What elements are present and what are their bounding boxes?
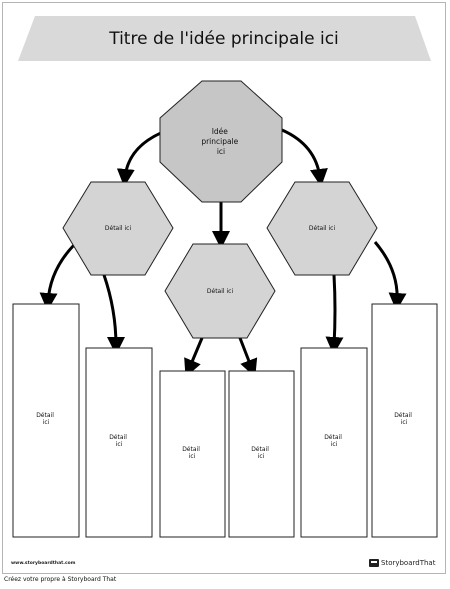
- title-banner: [18, 16, 431, 61]
- storyboardthat-logo[interactable]: StoryboardThat: [369, 557, 435, 569]
- detail-box-6-line-1: Détail: [394, 412, 412, 419]
- detail-box-1-line-1: Détail: [36, 412, 54, 419]
- arrow-center-to-box4: [238, 337, 258, 378]
- detail-box-2-line-2: ici: [116, 441, 123, 448]
- svg-text:Détail ici: Détail ici: [324, 434, 344, 448]
- svg-text:Détail ici: Détail ici: [182, 446, 202, 460]
- detail-hexagon-center-label: Détail ici: [207, 288, 234, 295]
- page-title: Titre de l'idée principale ici: [108, 29, 339, 49]
- main-idea-line-3: ici: [217, 147, 225, 156]
- svg-text:Idée principale ici: Idée principale ici: [201, 127, 240, 156]
- detail-hexagon-right-label: Détail ici: [309, 225, 336, 232]
- main-idea-octagon: [159, 80, 283, 203]
- svg-text:Détail ici: Détail ici: [36, 412, 56, 426]
- detail-box-5-line-1: Détail: [324, 434, 342, 441]
- svg-text:Détail ici: Détail ici: [251, 446, 271, 460]
- detail-box-6: [371, 303, 438, 538]
- arrow-main-to-right: [281, 128, 328, 187]
- svg-text:Détail ici: Détail ici: [109, 434, 129, 448]
- detail-hexagon-right: [266, 181, 378, 276]
- detail-box-4-line-1: Détail: [251, 446, 269, 453]
- main-idea-line-1: Idée: [212, 127, 229, 136]
- detail-box-1: [12, 303, 80, 538]
- arrow-right-to-box6: [373, 241, 407, 311]
- detail-box-5-line-2: ici: [331, 441, 338, 448]
- arrow-left-to-box2: [102, 274, 125, 355]
- detail-hexagon-center: [164, 243, 276, 339]
- detail-hexagon-left: [62, 181, 174, 276]
- detail-box-3-line-1: Détail: [182, 446, 200, 453]
- detail-box-2: [85, 347, 153, 538]
- detail-box-4-line-2: ici: [258, 453, 265, 460]
- detail-box-6-line-2: ici: [401, 419, 408, 426]
- website-url[interactable]: www.storyboardthat.com: [11, 561, 76, 566]
- detail-box-1-line-2: ici: [43, 419, 50, 426]
- brand-name: StoryboardThat: [381, 559, 436, 567]
- arrow-right-to-box5: [325, 274, 344, 355]
- detail-box-5: [300, 347, 368, 538]
- arrow-left-to-box1: [39, 243, 76, 311]
- arrow-center-to-box3: [184, 337, 204, 378]
- storyboard-icon: [369, 559, 379, 567]
- detail-box-3-line-2: ici: [189, 453, 196, 460]
- svg-text:Détail ici: Détail ici: [394, 412, 414, 426]
- detail-box-2-line-1: Détail: [109, 434, 127, 441]
- main-idea-line-2: principale: [201, 137, 238, 146]
- detail-box-4: [228, 370, 295, 538]
- detail-box-3: [159, 370, 226, 538]
- create-your-own-link[interactable]: Créez votre propre à Storyboard That: [4, 576, 117, 583]
- detail-hexagon-left-label: Détail ici: [105, 225, 132, 232]
